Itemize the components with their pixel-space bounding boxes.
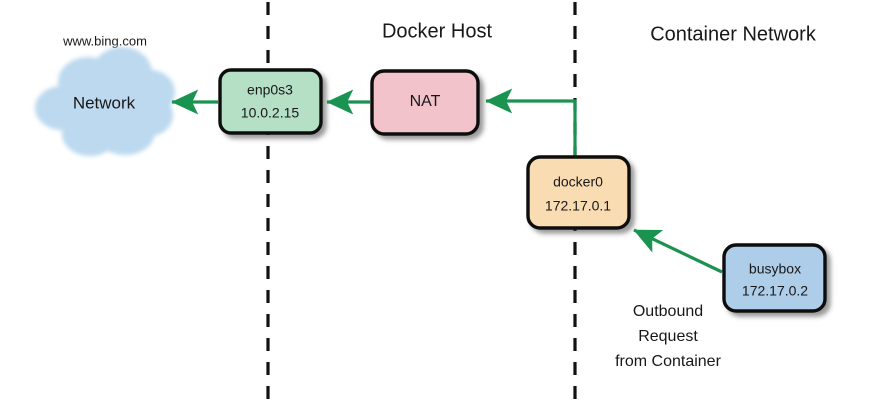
node-nat-name: NAT bbox=[410, 93, 441, 110]
flow-docker0-to-nat bbox=[485, 88, 577, 157]
node-busybox-box[interactable] bbox=[722, 243, 827, 313]
node-docker0-box[interactable] bbox=[526, 155, 631, 230]
annotation-line-1: Outbound bbox=[633, 303, 703, 320]
node-enp0s3-name: enp0s3 bbox=[247, 82, 293, 98]
cloud-label-network: Network bbox=[73, 93, 136, 112]
zone-title-container-network: Container Network bbox=[650, 23, 817, 45]
node-enp0s3-address: 10.0.2.15 bbox=[241, 105, 300, 121]
url-label-bing: www.bing.com bbox=[62, 33, 147, 48]
node-enp0s3[interactable]: enp0s3 10.0.2.15 bbox=[218, 68, 323, 135]
annotation-line-2: Request bbox=[638, 328, 698, 345]
flow-busybox-to-docker0 bbox=[633, 228, 723, 274]
node-docker0[interactable]: docker0 172.17.0.1 bbox=[526, 155, 631, 230]
node-busybox-address: 172.17.0.2 bbox=[742, 283, 808, 299]
node-docker0-name: docker0 bbox=[553, 174, 603, 190]
node-busybox[interactable]: busybox 172.17.0.2 bbox=[722, 243, 827, 313]
zone-title-docker-host: Docker Host bbox=[382, 20, 492, 42]
node-nat-box[interactable] bbox=[370, 69, 480, 136]
node-docker0-address: 172.17.0.1 bbox=[545, 198, 611, 214]
annotation-line-3: from Container bbox=[615, 353, 721, 370]
node-nat[interactable]: NAT bbox=[370, 69, 480, 136]
annotation-outbound-request: Outbound Request from Container bbox=[615, 303, 721, 370]
node-enp0s3-box[interactable] bbox=[218, 68, 323, 135]
cloud-network: Network bbox=[35, 47, 175, 156]
node-busybox-name: busybox bbox=[749, 261, 801, 277]
